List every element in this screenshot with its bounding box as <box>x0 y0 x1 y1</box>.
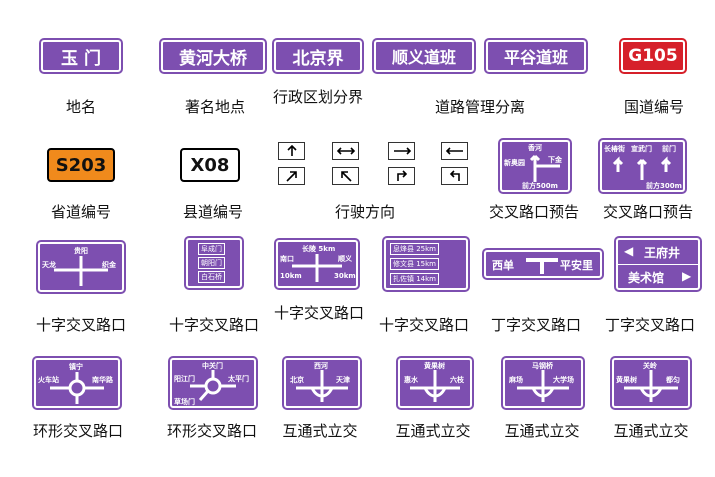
s5-left-dist: 10km <box>280 272 302 280</box>
sign-interchange-1: 西河 北京 天津 <box>284 358 360 408</box>
s2-b: 宣武门 <box>631 145 652 153</box>
s4-b: 朝阳门 <box>198 257 225 269</box>
sign-junction-preview-1: 香河 新奥园 下金 前方500m <box>500 140 570 192</box>
sign-wangfujing: 王府井 <box>644 246 681 260</box>
arrow-turn-right-sign <box>388 167 415 185</box>
s6-c: 扎佐镇 14km <box>390 273 440 285</box>
i4-top: 关岭 <box>643 362 657 370</box>
r1-right: 南华路 <box>92 376 113 384</box>
s4-c: 白石桥 <box>198 271 225 283</box>
i4-right: 都匀 <box>666 376 680 384</box>
arrow-up-left-sign <box>332 167 359 185</box>
s4-a: 阜成门 <box>198 243 225 255</box>
s3-right: 织金 <box>102 261 116 269</box>
s6-b: 修文县 15km <box>390 258 440 270</box>
sign-crossroad-2: 阜成门 朝阳门 白石桥 <box>186 238 242 288</box>
sign-yumen: 玉 门 <box>41 40 121 72</box>
caption-zhuming: 著名地点 <box>184 98 245 116</box>
s2-bottom: 前方300m <box>646 182 682 190</box>
i2-right: 六枝 <box>450 376 464 384</box>
sign-x08: X08 <box>180 148 240 182</box>
caption-shizi-2: 十字交叉路口 <box>168 316 259 334</box>
s2-a: 长椿街 <box>604 145 625 153</box>
i3-left: 麻场 <box>509 376 523 384</box>
sign-t-junction-2: ◀ 王府井 美术馆 ▶ <box>616 238 700 290</box>
s5-left: 南口 <box>280 255 294 263</box>
s3-left: 天龙 <box>42 261 56 269</box>
s5-right-dist: 30km <box>334 272 356 280</box>
caption-daolu: 道路管理分离 <box>434 98 525 116</box>
sign-junction-preview-2: 长椿街 宣武门 前门 前方300m <box>600 140 685 192</box>
sign-s203: S203 <box>47 148 115 182</box>
s1-bottom: 前方500m <box>522 182 558 190</box>
r2-top: 中关门 <box>202 362 223 370</box>
sign-pinganli: 平安里 <box>560 259 593 272</box>
caption-xiandao: 县道编号 <box>182 203 243 221</box>
sign-huanghe-bridge: 黄河大桥 <box>161 40 265 72</box>
i4-left: 黄果树 <box>616 376 637 384</box>
r1-left: 火车站 <box>38 376 59 384</box>
s5-top: 长陵 5km <box>302 245 336 253</box>
sign-pinggu-daoban: 平谷道班 <box>486 40 586 72</box>
s3-top: 贵阳 <box>74 247 88 255</box>
r2-right: 太平门 <box>228 375 249 383</box>
sign-t-junction-1: 西单 平安里 <box>484 250 602 278</box>
caption-dingzi-1: 丁字交叉路口 <box>490 316 581 334</box>
caption-yugao-1: 交叉路口预告 <box>488 203 579 221</box>
s1-right: 下金 <box>548 156 562 164</box>
i1-right: 天津 <box>336 376 350 384</box>
sign-interchange-2: 黄果树 惠水 六枝 <box>398 358 472 408</box>
arrow-up-right-sign <box>278 167 305 185</box>
s6-a: 息烽县 25km <box>390 243 440 255</box>
caption-huanxing-1: 环形交叉路口 <box>32 422 123 440</box>
caption-shizi-1: 十字交叉路口 <box>35 316 126 334</box>
sign-meishuguan: 美术馆 <box>628 271 665 285</box>
i3-right: 大学场 <box>553 376 574 384</box>
arrow-left-icon: ◀ <box>624 244 634 258</box>
r1-top: 镇宁 <box>69 363 83 371</box>
sign-shunyi-daoban: 顺义道班 <box>374 40 474 72</box>
arrow-left-sign <box>441 142 468 160</box>
r2-bottom: 草场门 <box>174 398 195 406</box>
arrow-right-icon: ▶ <box>682 269 692 283</box>
caption-shizi-4: 十字交叉路口 <box>378 316 469 334</box>
s5-right: 顺义 <box>338 255 352 263</box>
sign-xidan: 西单 <box>492 259 514 272</box>
caption-dingzi-2: 丁字交叉路口 <box>604 316 695 334</box>
i1-left: 北京 <box>290 376 304 384</box>
arrow-left-right-sign <box>332 142 359 160</box>
sign-roundabout-1: 镇宁 火车站 南华路 <box>34 358 120 408</box>
caption-xingzheng: 行政区划分界 <box>272 88 363 106</box>
caption-shizi-3: 十字交叉路口 <box>273 304 364 322</box>
caption-guodao: 国道编号 <box>623 98 684 116</box>
sign-crossroad-1: 贵阳 天龙 织金 <box>38 242 124 292</box>
caption-hutong-2: 互通式立交 <box>395 422 471 440</box>
s1-left: 新奥园 <box>504 159 525 167</box>
i1-top: 西河 <box>314 362 328 370</box>
caption-huanxing-2: 环形交叉路口 <box>166 422 257 440</box>
caption-hutong-3: 互通式立交 <box>504 422 580 440</box>
arrow-turn-left-sign <box>441 167 468 185</box>
sign-crossroad-4: 息烽县 25km 修文县 15km 扎佐镇 14km <box>384 238 468 290</box>
caption-yugao-2: 交叉路口预告 <box>602 203 693 221</box>
caption-shengdao: 省道编号 <box>50 203 111 221</box>
s2-c: 前门 <box>662 145 676 153</box>
arrow-up-sign <box>278 142 305 160</box>
sign-interchange-4: 关岭 黄果树 都匀 <box>612 358 690 408</box>
i2-left: 惠水 <box>404 376 418 384</box>
caption-xingshi: 行驶方向 <box>334 203 395 221</box>
caption-hutong-4: 互通式立交 <box>613 422 689 440</box>
i3-top: 马钢桥 <box>532 362 553 370</box>
sign-roundabout-2: 中关门 阳江门 太平门 草场门 <box>170 358 256 408</box>
sign-g105: G105 <box>621 40 685 72</box>
sign-beijing-border: 北京界 <box>274 40 362 72</box>
sign-crossroad-3: 长陵 5km 南口 顺义 10km 30km <box>276 240 358 288</box>
s1-top: 香河 <box>528 144 542 152</box>
r2-left: 阳江门 <box>174 375 195 383</box>
sign-interchange-3: 马钢桥 麻场 大学场 <box>503 358 583 408</box>
arrow-right-sign <box>388 142 415 160</box>
caption-diming: 地名 <box>65 98 96 116</box>
i2-top: 黄果树 <box>424 362 445 370</box>
caption-hutong-1: 互通式立交 <box>282 422 358 440</box>
